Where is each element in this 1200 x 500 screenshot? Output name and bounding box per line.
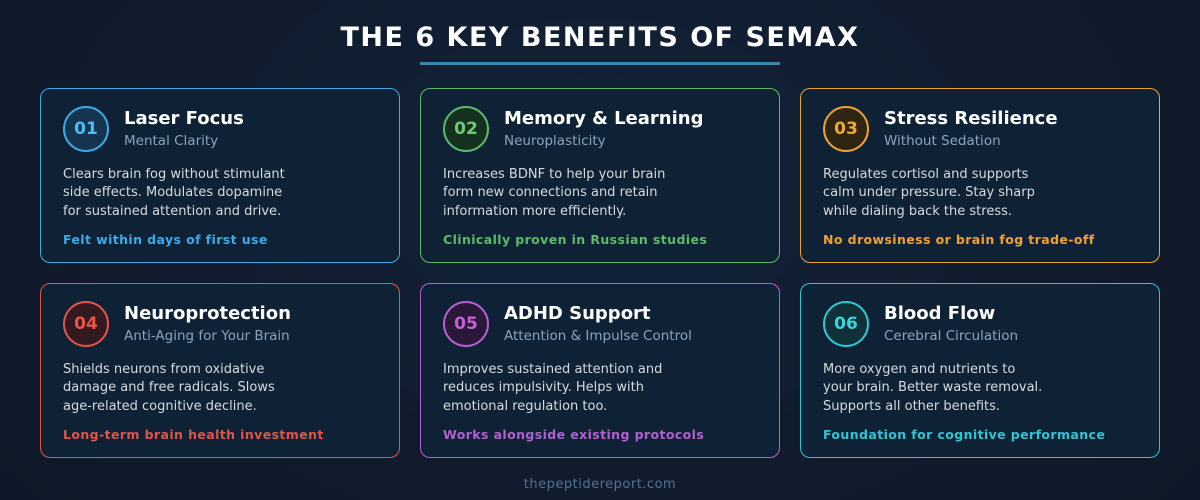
title-underline	[420, 62, 780, 65]
benefits-grid: 01 Laser Focus Mental Clarity Clears bra…	[40, 88, 1160, 458]
footer-site-url: thepeptidereport.com	[523, 477, 677, 492]
benefit-card-adhd-support: 05 ADHD Support Attention & Impulse Cont…	[420, 283, 780, 458]
card-description: Clears brain fog without stimulant side …	[63, 167, 285, 219]
card-number-badge: 01	[63, 106, 109, 152]
card-number: 06	[834, 314, 858, 334]
card-header: 01 Laser Focus Mental Clarity	[63, 106, 375, 152]
card-highlight: Long-term brain health investment	[63, 426, 324, 442]
benefit-card-stress-resilience: 03 Stress Resilience Without Sedation Re…	[800, 88, 1160, 263]
card-description: Increases BDNF to help your brain form n…	[443, 167, 666, 219]
card-title: Laser Focus	[124, 108, 244, 130]
card-number-badge: 06	[823, 301, 869, 347]
card-number: 05	[454, 314, 478, 334]
card-title: Neuroprotection	[124, 303, 291, 325]
card-title: Memory & Learning	[504, 108, 704, 130]
page-title: THE 6 KEY BENEFITS OF SEMAX	[340, 22, 860, 53]
card-title: Stress Resilience	[884, 108, 1058, 130]
card-header: 03 Stress Resilience Without Sedation	[823, 106, 1135, 152]
card-number: 01	[74, 119, 98, 139]
card-header: 06 Blood Flow Cerebral Circulation	[823, 301, 1135, 347]
card-number: 03	[834, 119, 858, 139]
card-number-badge: 03	[823, 106, 869, 152]
card-subtitle: Mental Clarity	[124, 132, 219, 149]
card-subtitle: Cerebral Circulation	[884, 327, 1019, 344]
card-highlight: Felt within days of first use	[63, 231, 268, 247]
card-description: More oxygen and nutrients to your brain.…	[823, 362, 1043, 414]
benefit-card-laser-focus: 01 Laser Focus Mental Clarity Clears bra…	[40, 88, 400, 263]
benefit-card-memory-learning: 02 Memory & Learning Neuroplasticity Inc…	[420, 88, 780, 263]
card-header: 02 Memory & Learning Neuroplasticity	[443, 106, 755, 152]
card-title: ADHD Support	[504, 303, 651, 325]
card-highlight: Foundation for cognitive performance	[823, 426, 1106, 442]
card-number: 04	[74, 314, 98, 334]
card-header: 05 ADHD Support Attention & Impulse Cont…	[443, 301, 755, 347]
card-highlight: Clinically proven in Russian studies	[443, 231, 708, 247]
card-description: Improves sustained attention and reduces…	[443, 362, 663, 414]
card-subtitle: Anti-Aging for Your Brain	[124, 327, 290, 344]
card-number-badge: 04	[63, 301, 109, 347]
card-description: Shields neurons from oxidative damage an…	[63, 362, 275, 414]
card-highlight: Works alongside existing protocols	[443, 426, 705, 442]
card-header: 04 Neuroprotection Anti-Aging for Your B…	[63, 301, 375, 347]
card-description: Regulates cortisol and supports calm und…	[823, 167, 1035, 219]
header: THE 6 KEY BENEFITS OF SEMAX	[0, 0, 1200, 65]
card-highlight: No drowsiness or brain fog trade-off	[823, 231, 1095, 247]
benefit-card-blood-flow: 06 Blood Flow Cerebral Circulation More …	[800, 283, 1160, 458]
card-number-badge: 02	[443, 106, 489, 152]
card-subtitle: Without Sedation	[884, 132, 1001, 149]
card-title: Blood Flow	[884, 303, 996, 325]
card-number-badge: 05	[443, 301, 489, 347]
card-subtitle: Attention & Impulse Control	[504, 327, 692, 344]
card-subtitle: Neuroplasticity	[504, 132, 606, 149]
card-number: 02	[454, 119, 478, 139]
benefit-card-neuroprotection: 04 Neuroprotection Anti-Aging for Your B…	[40, 283, 400, 458]
